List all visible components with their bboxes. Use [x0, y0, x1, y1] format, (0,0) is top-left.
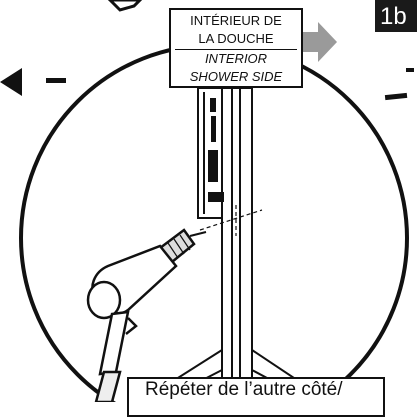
right-edge-mark: [406, 68, 414, 72]
profile-slots: [208, 98, 224, 202]
repeat-instruction-caption: Répéter de l’autre côté/: [127, 377, 385, 417]
left-dash: [46, 78, 66, 83]
label-english-line-2: SHOWER SIDE: [189, 69, 283, 84]
shower-side-arrow-icon: [300, 22, 337, 62]
step-number-badge: 1b: [375, 0, 417, 32]
label-divider: [175, 49, 297, 50]
left-arrow-icon: [0, 68, 22, 96]
installation-diagram: [0, 0, 414, 402]
top-left-fragment: [107, 0, 143, 12]
drill-icon: [86, 228, 207, 402]
shower-side-label: INTÉRIEUR DE LA DOUCHE INTERIOR SHOWER S…: [169, 8, 303, 88]
label-french-line-1: INTÉRIEUR DE: [190, 13, 282, 28]
label-english-line-1: INTERIOR: [204, 51, 268, 66]
label-french-line-2: LA DOUCHE: [198, 31, 274, 46]
right-dash: [384, 92, 408, 101]
drill-guide: [199, 205, 263, 236]
